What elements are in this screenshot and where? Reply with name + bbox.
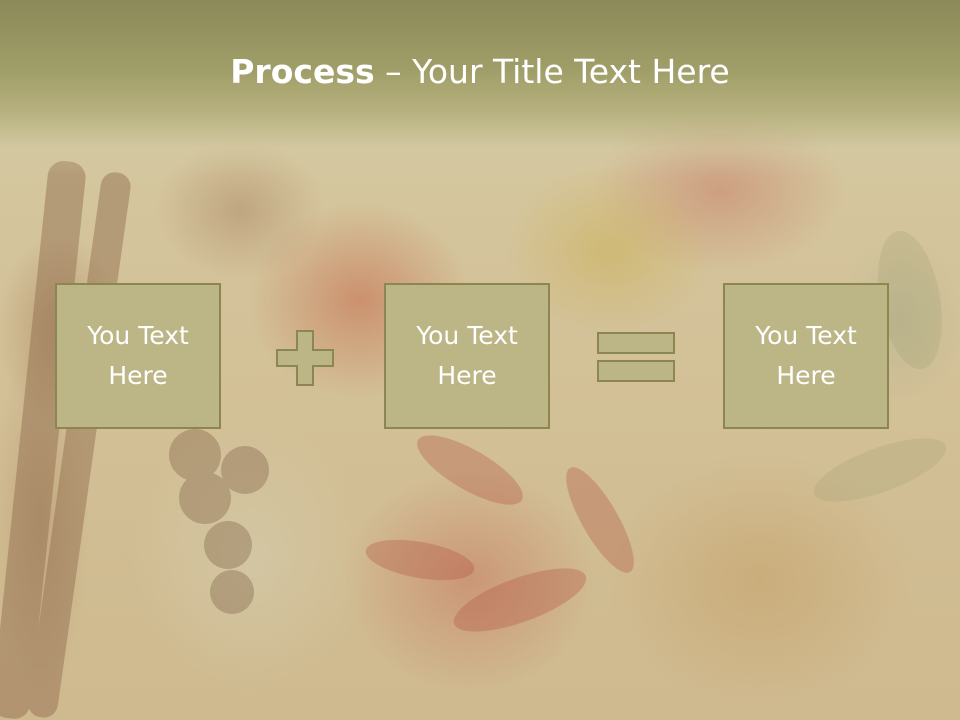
slide-title: Process – Your Title Text Here [0, 52, 960, 91]
title-bold-text: Process [230, 52, 375, 91]
plus-icon [276, 330, 334, 386]
text-box-1-label: You Text Here [87, 321, 189, 390]
header-band [0, 0, 960, 175]
text-box-3[interactable]: You Text Here [723, 283, 889, 429]
title-rest-text: – Your Title Text Here [374, 52, 730, 91]
text-box-1[interactable]: You Text Here [55, 283, 221, 429]
text-box-3-label: You Text Here [755, 321, 857, 390]
text-box-2-label: You Text Here [416, 321, 518, 390]
equals-icon [597, 332, 675, 382]
text-box-2[interactable]: You Text Here [384, 283, 550, 429]
